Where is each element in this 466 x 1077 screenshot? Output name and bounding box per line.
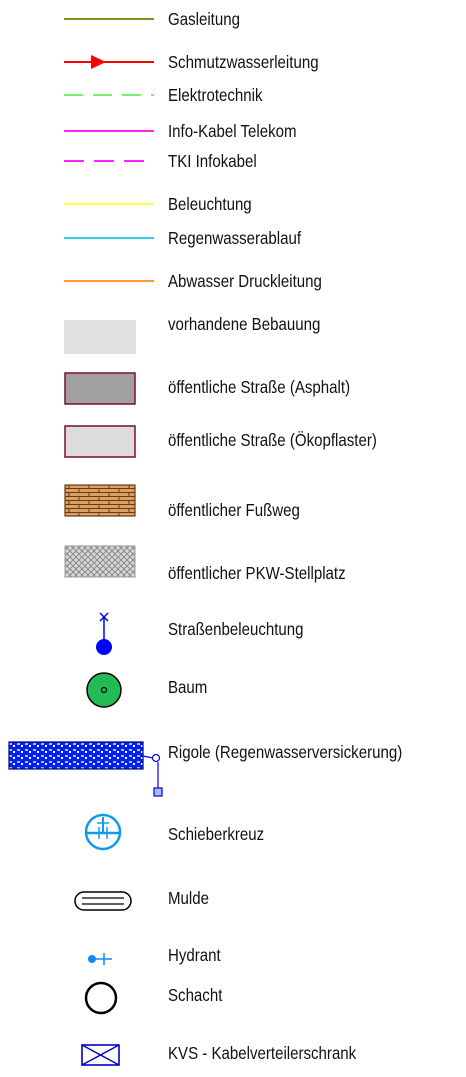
label-rigole: Rigole (Regenwasserversickerung) <box>168 742 403 762</box>
label-vorhandene-bebauung: vorhandene Bebauung <box>168 314 321 334</box>
gas-line-symbol <box>64 18 154 20</box>
label-fussweg: öffentlicher Fußweg <box>168 500 300 520</box>
tree-symbol <box>86 672 122 708</box>
eco-paving-road-symbol <box>64 425 136 458</box>
brick-pattern-icon <box>64 484 136 517</box>
manhole-symbol <box>84 981 118 1015</box>
rainwater-line-symbol <box>64 237 154 239</box>
electrical-line-symbol <box>64 94 154 96</box>
label-abwasser-druckleitung: Abwasser Druckleitung <box>168 271 322 291</box>
hydrant-icon <box>88 953 112 965</box>
flow-arrow-icon <box>91 55 106 69</box>
swale-icon <box>74 891 132 911</box>
asphalt-road-symbol <box>64 372 136 405</box>
existing-building-icon <box>64 320 136 354</box>
label-strasse-asphalt: öffentliche Straße (Asphalt) <box>168 377 351 397</box>
pressure-sewer-line-symbol <box>64 280 154 282</box>
tree-icon <box>86 672 122 708</box>
label-elektrotechnik: Elektrotechnik <box>168 85 263 105</box>
label-beleuchtung: Beleuchtung <box>168 194 252 214</box>
street-light-icon <box>96 612 112 655</box>
label-schieberkreuz: Schieberkreuz <box>168 824 265 844</box>
parking-symbol <box>64 545 136 578</box>
crosshatch-pattern-icon <box>64 545 136 578</box>
sewage-line-symbol <box>64 55 154 69</box>
label-regenwasserablauf: Regenwasserablauf <box>168 228 302 248</box>
valve-cross-icon <box>84 813 122 851</box>
label-pkw-stellplatz: öffentlicher PKW-Stellplatz <box>168 563 346 583</box>
rigole-icon <box>8 741 163 797</box>
hydrant-symbol <box>88 953 112 965</box>
label-hydrant: Hydrant <box>168 945 221 965</box>
rigole-symbol <box>8 741 163 797</box>
lighting-line-symbol <box>64 203 154 205</box>
label-kvs: KVS - Kabelverteilerschrank <box>168 1043 357 1063</box>
street-light-symbol <box>96 612 112 655</box>
label-gasleitung: Gasleitung <box>168 9 240 29</box>
valve-cross-symbol <box>84 813 122 851</box>
cabinet-symbol <box>81 1044 120 1066</box>
label-mulde: Mulde <box>168 888 209 908</box>
label-schmutzwasserleitung: Schmutzwasserleitung <box>168 52 319 72</box>
footpath-symbol <box>64 484 136 517</box>
cabinet-icon <box>81 1044 120 1066</box>
existing-building-symbol <box>64 320 136 354</box>
swale-symbol <box>74 891 132 911</box>
label-strassenbeleuchtung: Straßenbeleuchtung <box>168 619 304 639</box>
label-tki-infokabel: TKI Infokabel <box>168 151 257 171</box>
label-info-kabel-telekom: Info-Kabel Telekom <box>168 121 297 141</box>
tki-cable-symbol <box>64 160 154 162</box>
label-baum: Baum <box>168 677 208 697</box>
eco-paving-road-icon <box>64 425 136 458</box>
asphalt-road-icon <box>64 372 136 405</box>
manhole-icon <box>84 981 118 1015</box>
label-strasse-oekopflaster: öffentliche Straße (Ökopflaster) <box>168 430 377 450</box>
telecom-cable-symbol <box>64 130 154 132</box>
label-schacht: Schacht <box>168 985 223 1005</box>
